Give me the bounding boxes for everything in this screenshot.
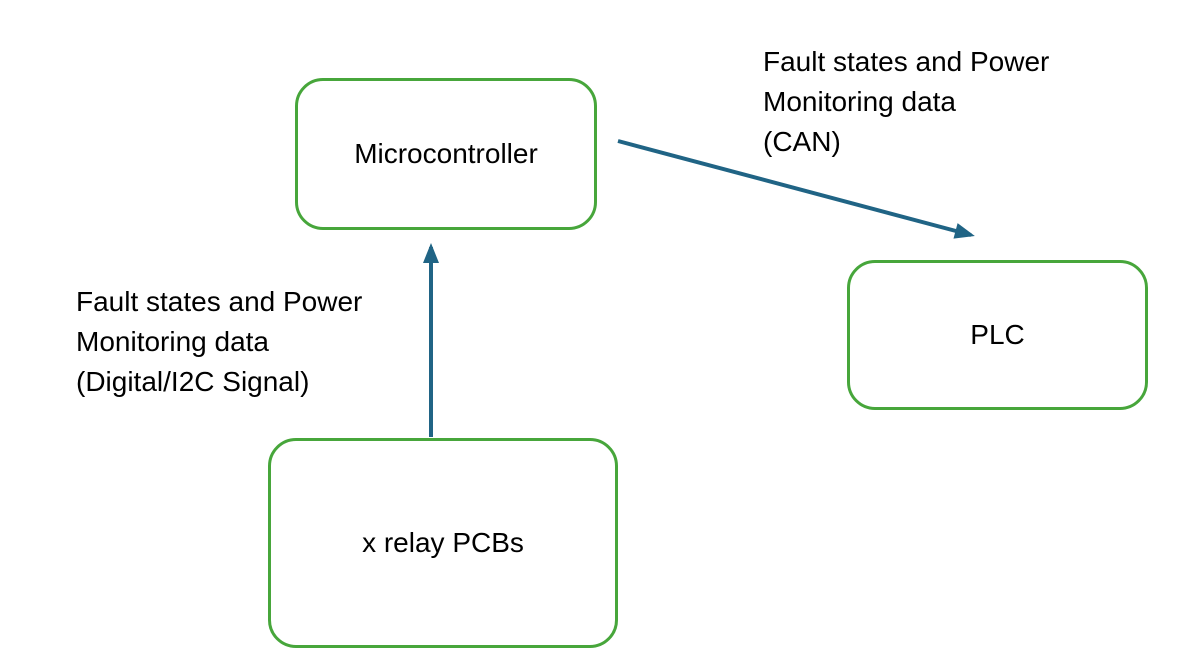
node-plc-label: PLC bbox=[970, 319, 1025, 350]
edge-label-digital-line2: Monitoring data bbox=[76, 326, 270, 357]
edge-label-can: Fault states and Power Monitoring data (… bbox=[763, 42, 1049, 162]
node-microcontroller-label: Microcontroller bbox=[354, 138, 538, 169]
edge-label-digital-line1: Fault states and Power bbox=[76, 286, 363, 317]
node-microcontroller: Microcontroller bbox=[295, 78, 597, 230]
edge-label-can-line3: (CAN) bbox=[763, 126, 841, 157]
node-relay-pcbs-label: x relay PCBs bbox=[362, 527, 524, 558]
node-plc: PLC bbox=[847, 260, 1148, 410]
node-relay-pcbs: x relay PCBs bbox=[268, 438, 618, 648]
edge-label-digital-line3: (Digital/I2C Signal) bbox=[76, 366, 310, 397]
edge-label-digital-i2c: Fault states and Power Monitoring data (… bbox=[76, 282, 362, 402]
edge-label-can-line2: Monitoring data bbox=[763, 86, 957, 117]
edge-label-can-line1: Fault states and Power bbox=[763, 46, 1050, 77]
